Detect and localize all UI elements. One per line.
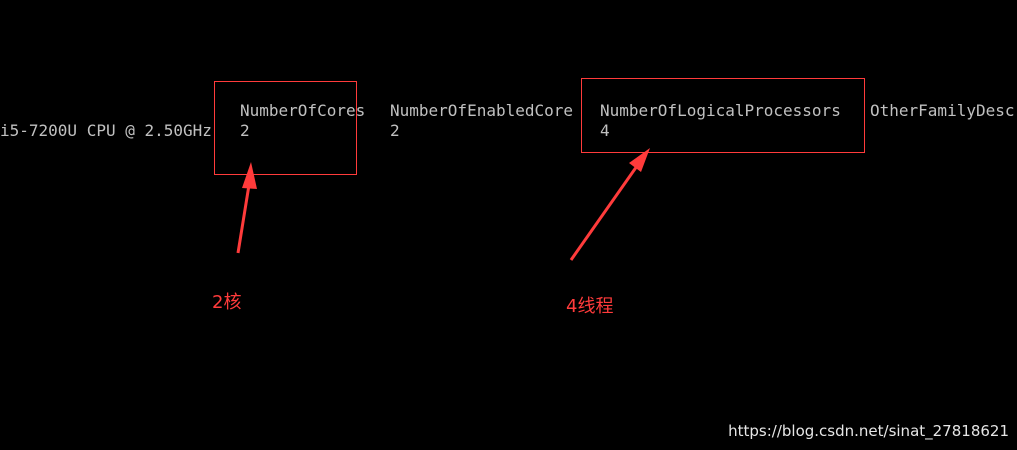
threads-note: 4线程	[566, 296, 614, 317]
blog-watermark: https://blog.csdn.net/sinat_27818621	[728, 422, 1009, 440]
logical-processors-header: NumberOfLogicalProcessors	[600, 101, 841, 120]
cpu-name-value: i5-7200U CPU @ 2.50GHz	[0, 121, 212, 140]
logical-processors-value: 4	[600, 121, 610, 140]
cores-arrow-shaft	[236, 184, 251, 254]
logical-highlight-box	[581, 78, 865, 153]
threads-arrow-head	[629, 148, 650, 172]
cores-note: 2核	[212, 292, 242, 313]
other-family-header: OtherFamilyDesc	[870, 101, 1015, 120]
cores-value: 2	[240, 121, 250, 140]
enabled-cores-header: NumberOfEnabledCore	[390, 101, 574, 120]
threads-arrow-shaft	[569, 165, 639, 261]
enabled-cores-value: 2	[390, 121, 400, 140]
cores-highlight-box	[214, 81, 357, 175]
cores-arrow-head	[242, 162, 257, 189]
cores-header: NumberOfCores	[240, 101, 366, 120]
